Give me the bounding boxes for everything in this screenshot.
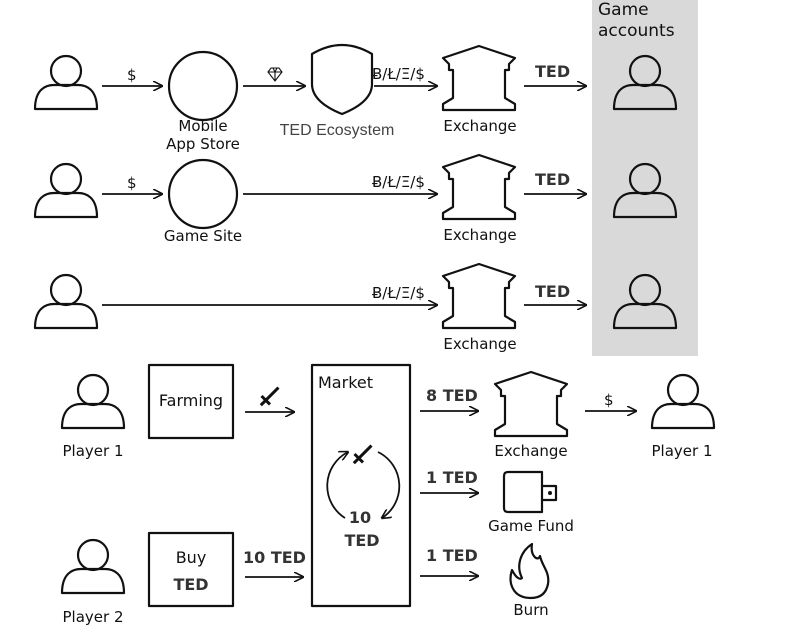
user-icon-row1 xyxy=(33,54,99,111)
player1-out-label: Player 1 xyxy=(652,442,713,460)
ted-ecosystem-shield-icon xyxy=(310,44,374,116)
player1-label: Player 1 xyxy=(63,442,124,460)
arrow-row1-1-label: $ xyxy=(127,66,137,84)
game-accounts-panel xyxy=(592,0,698,356)
exchange-label-bottom: Exchange xyxy=(494,442,567,460)
game-fund-label: Game Fund xyxy=(488,517,574,535)
user-icon-row2 xyxy=(33,162,99,219)
out1b-label: $ xyxy=(604,391,614,409)
farming-box xyxy=(147,363,235,440)
gem-icon xyxy=(267,67,283,82)
game-site-label: Game Site xyxy=(164,227,242,245)
market-cycle-arrow-left xyxy=(326,452,348,519)
buy-ted-label: Buy xyxy=(176,548,207,567)
player2-label: Player 2 xyxy=(63,608,124,626)
exchange-label-row3: Exchange xyxy=(443,335,516,353)
sword-icon-market xyxy=(352,444,373,465)
burn-label: Burn xyxy=(513,601,548,619)
player1-icon xyxy=(60,373,126,430)
game-site-icon xyxy=(167,158,239,230)
buy-arrow-label: 10 TED xyxy=(243,548,306,567)
player2-icon xyxy=(60,538,126,595)
arrow-row2-3-label: TED xyxy=(535,170,570,189)
farming-label: Farming xyxy=(159,391,223,410)
out1-label: 8 TED xyxy=(426,386,478,405)
out3-label: 1 TED xyxy=(426,546,478,565)
game-accounts-label-2: accounts xyxy=(598,21,675,41)
exchange-icon-bottom xyxy=(493,370,569,438)
fire-icon xyxy=(509,542,550,600)
buy-ted-label-2: TED xyxy=(173,575,208,594)
exchange-icon-row1 xyxy=(441,44,517,112)
exchange-icon-row2 xyxy=(441,153,517,221)
mobile-app-store-label-2: App Store xyxy=(166,135,240,153)
ted-ecosystem-label: TED Ecosystem xyxy=(280,122,395,139)
mobile-app-store-label: Mobile xyxy=(178,117,227,135)
wallet-icon xyxy=(502,470,558,514)
market-box xyxy=(310,363,412,608)
market-price-value: 10 xyxy=(349,508,371,527)
arrow-row3-1-label: Ƀ/Ł/Ξ/$ xyxy=(372,284,425,302)
arrow-row3-2-label: TED xyxy=(535,282,570,301)
arrow-row2-2-label: Ƀ/Ł/Ξ/$ xyxy=(372,173,425,191)
sword-icon-farming xyxy=(259,386,280,407)
market-cycle-arrow-right xyxy=(377,451,401,518)
user-icon-row3 xyxy=(33,273,99,330)
mobile-app-store-icon xyxy=(167,50,239,122)
market-price-unit: TED xyxy=(344,531,379,550)
exchange-label-row1: Exchange xyxy=(443,117,516,135)
game-accounts-label: Game xyxy=(598,0,649,20)
arrow-row2-1-label: $ xyxy=(127,174,137,192)
exchange-icon-row3 xyxy=(441,262,517,330)
market-label: Market xyxy=(318,373,373,392)
player1-out-icon xyxy=(650,373,716,430)
arrow-row1-4-label: TED xyxy=(535,62,570,81)
exchange-label-row2: Exchange xyxy=(443,226,516,244)
out2-label: 1 TED xyxy=(426,468,478,487)
arrow-row1-3-label: Ƀ/Ł/Ξ/$ xyxy=(372,65,425,83)
buy-ted-box xyxy=(147,531,235,608)
